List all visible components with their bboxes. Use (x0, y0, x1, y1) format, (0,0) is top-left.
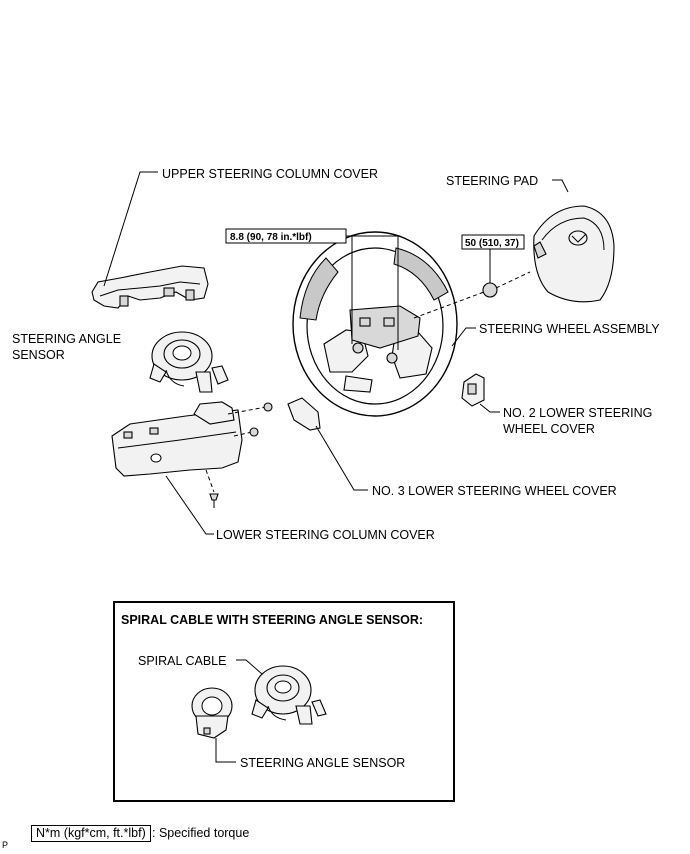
steering-wheel-nut (482, 282, 498, 298)
nut-dashed-line (413, 291, 485, 319)
torque-legend-meaning: : Specified torque (152, 826, 250, 840)
no3-lower-wheel-cover-label: NO. 3 LOWER STEERING WHEEL COVER (372, 484, 617, 498)
page-marker: P (2, 840, 9, 850)
screw-torque-value: 8.8 (90, 78 in.*lbf) (230, 232, 312, 243)
torque-unit-legend-box: N*m (kgf*cm, ft.*lbf) (31, 825, 151, 842)
steering-wheel-assembly-label: STEERING WHEEL ASSEMBLY (479, 322, 660, 336)
lower-column-cover-label: LOWER STEERING COLUMN COVER (216, 528, 435, 542)
steering-wheel-assembly-part (292, 231, 458, 417)
steering-pad-part (533, 205, 615, 303)
inset-angle-sensor-part (191, 687, 233, 739)
no2-lower-wheel-cover-label-line2: WHEEL COVER (503, 422, 595, 436)
inset-box (113, 601, 455, 802)
steering-pad-label: STEERING PAD (446, 174, 538, 188)
nut-torque-value: 50 (510, 37) (465, 238, 519, 249)
no3-lower-wheel-cover-part (287, 397, 321, 431)
lower-cover-screws (205, 402, 273, 508)
steering-wheel-assembly-leader (451, 327, 476, 347)
inset-angle-sensor-label: STEERING ANGLE SENSOR (240, 756, 405, 770)
nut-torque-box (461, 234, 525, 250)
no2-lower-wheel-cover-label-line1: NO. 2 LOWER STEERING (503, 406, 652, 420)
inset-title: SPIRAL CABLE WITH STEERING ANGLE SENSOR: (121, 613, 423, 627)
spiral-cable-label: SPIRAL CABLE (138, 654, 226, 668)
spiral-cable-leader (236, 659, 263, 675)
inset-angle-sensor-leader (215, 738, 236, 763)
no2-lower-wheel-cover-part (461, 373, 485, 407)
upper-column-cover-part (91, 265, 209, 309)
steering-angle-sensor-label-line2: SENSOR (12, 348, 65, 362)
lower-column-cover-leader (165, 475, 214, 535)
no2-lower-wheel-cover-leader (479, 403, 500, 413)
steering-angle-sensor-label-line1: STEERING ANGLE (12, 332, 121, 346)
upper-column-cover-label: UPPER STEERING COLUMN COVER (162, 167, 378, 181)
screw-torque-leader (346, 235, 399, 350)
no3-lower-wheel-cover-leader (315, 425, 368, 491)
lower-column-cover-part (111, 401, 243, 477)
steering-pad-leader (552, 179, 569, 193)
upper-column-cover-leader (103, 171, 158, 287)
steering-angle-sensor-part (149, 331, 229, 393)
spiral-cable-part (251, 665, 327, 725)
